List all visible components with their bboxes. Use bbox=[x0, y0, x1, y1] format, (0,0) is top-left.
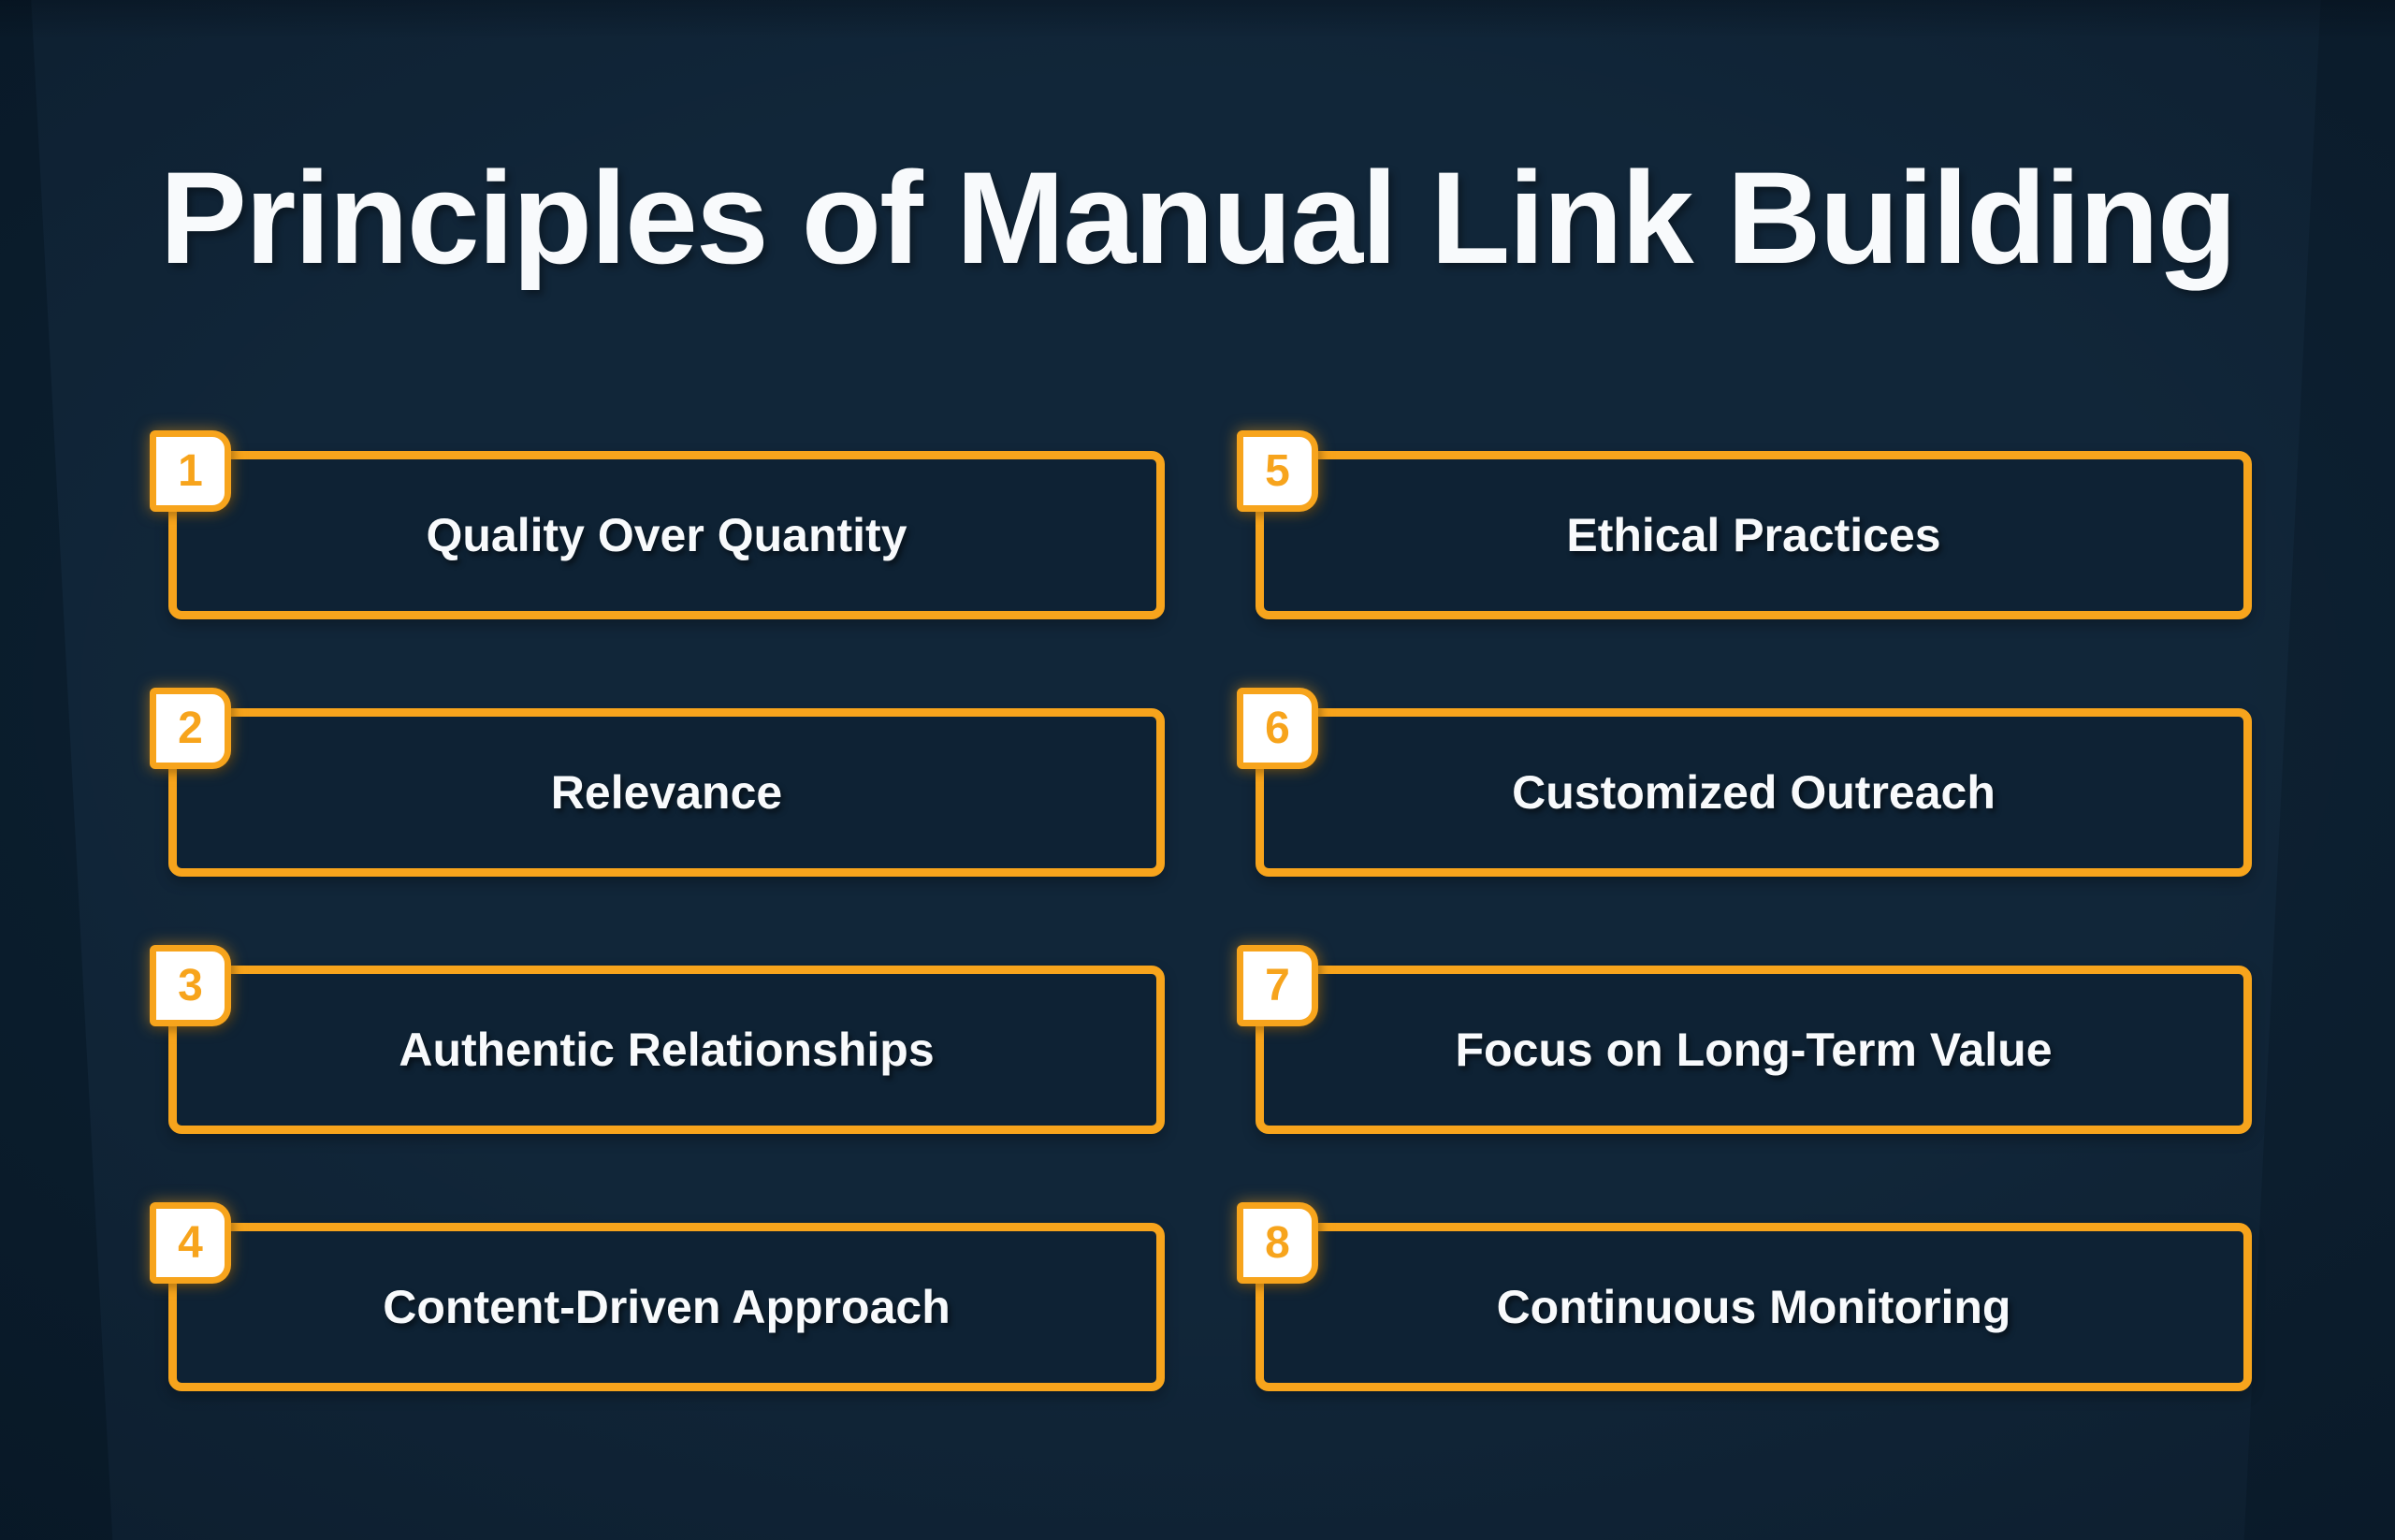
principle-number-badge-6: 6 bbox=[1237, 688, 1318, 769]
principle-number-badge-4: 4 bbox=[150, 1202, 231, 1284]
principle-label: Relevance bbox=[550, 766, 783, 819]
principle-number: 4 bbox=[178, 1217, 203, 1268]
principle-label: Focus on Long-Term Value bbox=[1455, 1024, 2053, 1076]
principle-number-badge-3: 3 bbox=[150, 945, 231, 1026]
principle-number-badge-8: 8 bbox=[1237, 1202, 1318, 1284]
principle-card-1: 1 Quality Over Quantity bbox=[150, 430, 1165, 619]
principle-number-badge-5: 5 bbox=[1237, 430, 1318, 512]
principle-label: Quality Over Quantity bbox=[426, 509, 907, 561]
principle-card-5: 5 Ethical Practices bbox=[1237, 430, 2252, 619]
principle-label: Ethical Practices bbox=[1566, 509, 1941, 561]
principles-grid: 1 Quality Over Quantity 2 Relevance 3 Au… bbox=[150, 430, 2252, 1391]
principle-number-badge-2: 2 bbox=[150, 688, 231, 769]
principle-number: 8 bbox=[1265, 1217, 1290, 1268]
principle-number: 6 bbox=[1265, 703, 1290, 753]
principle-number: 5 bbox=[1265, 445, 1290, 496]
page-title: Principles of Manual Link Building bbox=[159, 144, 2238, 291]
principle-card-3: 3 Authentic Relationships bbox=[150, 945, 1165, 1134]
principle-card-8: 8 Continuous Monitoring bbox=[1237, 1202, 2252, 1391]
principle-label: Customized Outreach bbox=[1512, 766, 1996, 819]
principle-number: 7 bbox=[1265, 960, 1290, 1010]
principle-label: Continuous Monitoring bbox=[1496, 1281, 2011, 1333]
principle-number: 1 bbox=[178, 445, 203, 496]
principle-number: 3 bbox=[178, 960, 203, 1010]
principle-number-badge-7: 7 bbox=[1237, 945, 1318, 1026]
principle-card-4: 4 Content-Driven Approach bbox=[150, 1202, 1165, 1391]
principle-card-6: 6 Customized Outreach bbox=[1237, 688, 2252, 877]
principle-label: Authentic Relationships bbox=[399, 1024, 935, 1076]
background-top-shade bbox=[0, 0, 2395, 39]
principle-number-badge-1: 1 bbox=[150, 430, 231, 512]
principle-number: 2 bbox=[178, 703, 203, 753]
principle-label: Content-Driven Approach bbox=[383, 1281, 951, 1333]
principle-card-2: 2 Relevance bbox=[150, 688, 1165, 877]
principle-card-7: 7 Focus on Long-Term Value bbox=[1237, 945, 2252, 1134]
